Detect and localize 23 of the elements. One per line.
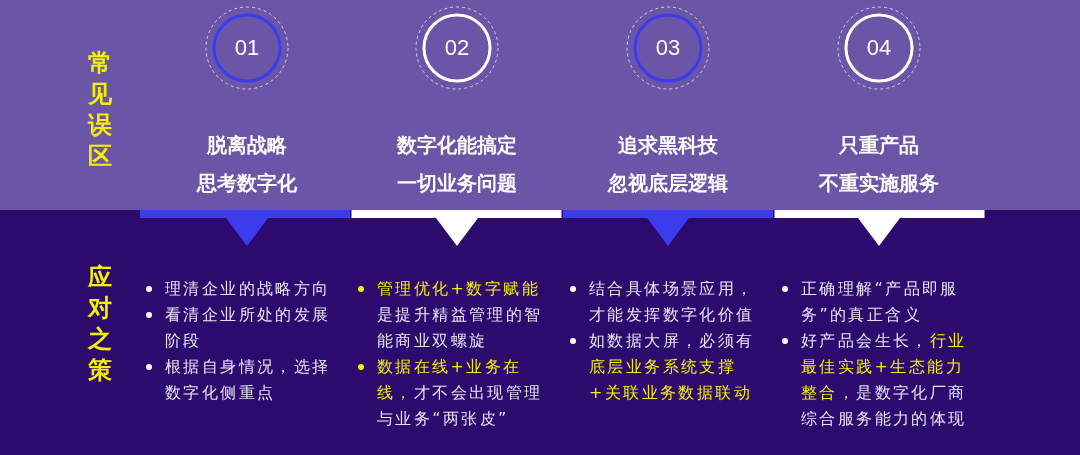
mistake-title: 脱离战略思考数字化: [195, 132, 298, 197]
step-number-circle: 04: [837, 6, 921, 90]
bullet-text: 好产品会生长，行业最佳实践+生态能力整合，是数字化厂商综合服务能力的体现: [801, 328, 973, 432]
bullet-text: 结合具体场景应用，才能发挥数字化价值: [589, 276, 761, 328]
bullet-text: 如数据大屏，必须有底层业务系统支撑+关联业务数据联动: [589, 328, 761, 406]
pointer-bar: [140, 210, 350, 246]
step-number-circle: 03: [626, 6, 710, 90]
mistake-title: 数字化能搞定一切业务问题: [396, 132, 518, 197]
bullet-text: 数据在线+业务在线，才不会出现管理与业务“两张皮”: [377, 354, 549, 432]
pointer-bar: [563, 210, 773, 246]
mistake-title: 只重产品不重实施服务: [817, 132, 940, 197]
step-number-circle: 01: [205, 6, 289, 90]
pointer-bar: [774, 210, 985, 246]
row-heading: 应对之策: [86, 262, 113, 386]
pointer-bar: [351, 210, 562, 246]
bullet-text: 管理优化+数字赋能是提升精益管理的智能商业双螺旋: [377, 276, 549, 354]
bullet-text: 根据自身情况，选择数字化侧重点: [165, 354, 337, 406]
mistake-title: 追求黑科技忽视底层逻辑: [606, 132, 729, 197]
row-heading: 常见误区: [86, 48, 113, 172]
bullet-text: 看清企业所处的发展阶段: [165, 302, 337, 354]
bullet-text: 理清企业的战略方向: [165, 276, 337, 302]
bullet-text: 正确理解“产品即服务”的真正含义: [801, 276, 973, 328]
step-number-circle: 02: [415, 6, 499, 90]
